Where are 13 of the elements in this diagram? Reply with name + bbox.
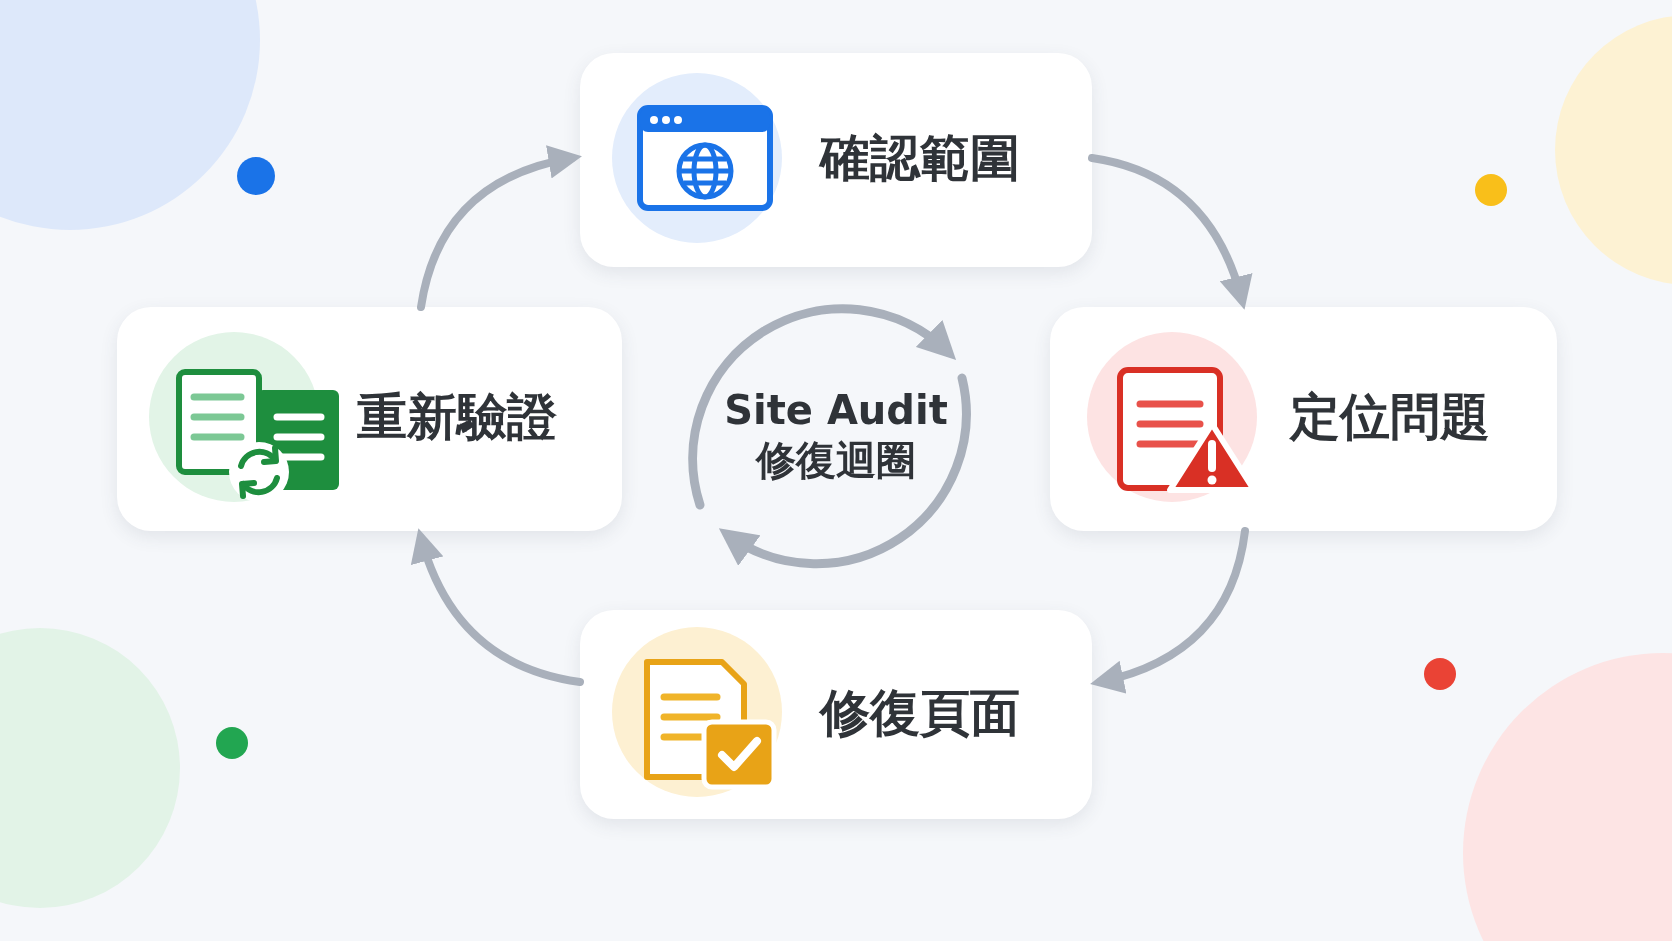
curved-arrow	[1088, 154, 1252, 310]
step-card	[117, 307, 622, 531]
step-title: 定位問題	[1290, 392, 1490, 442]
step-title: 重新驗證	[357, 392, 557, 442]
step-card	[580, 610, 1092, 819]
curved-arrow	[1090, 527, 1249, 693]
curved-arrow	[417, 146, 582, 311]
step-card	[1050, 307, 1557, 531]
center-label: Site Audit 修復迴圈	[716, 385, 956, 485]
step-title: 修復頁面	[820, 687, 1020, 738]
step-card	[580, 53, 1092, 267]
curved-arrow	[411, 528, 584, 686]
step-title: 確認範圍	[820, 133, 1020, 183]
